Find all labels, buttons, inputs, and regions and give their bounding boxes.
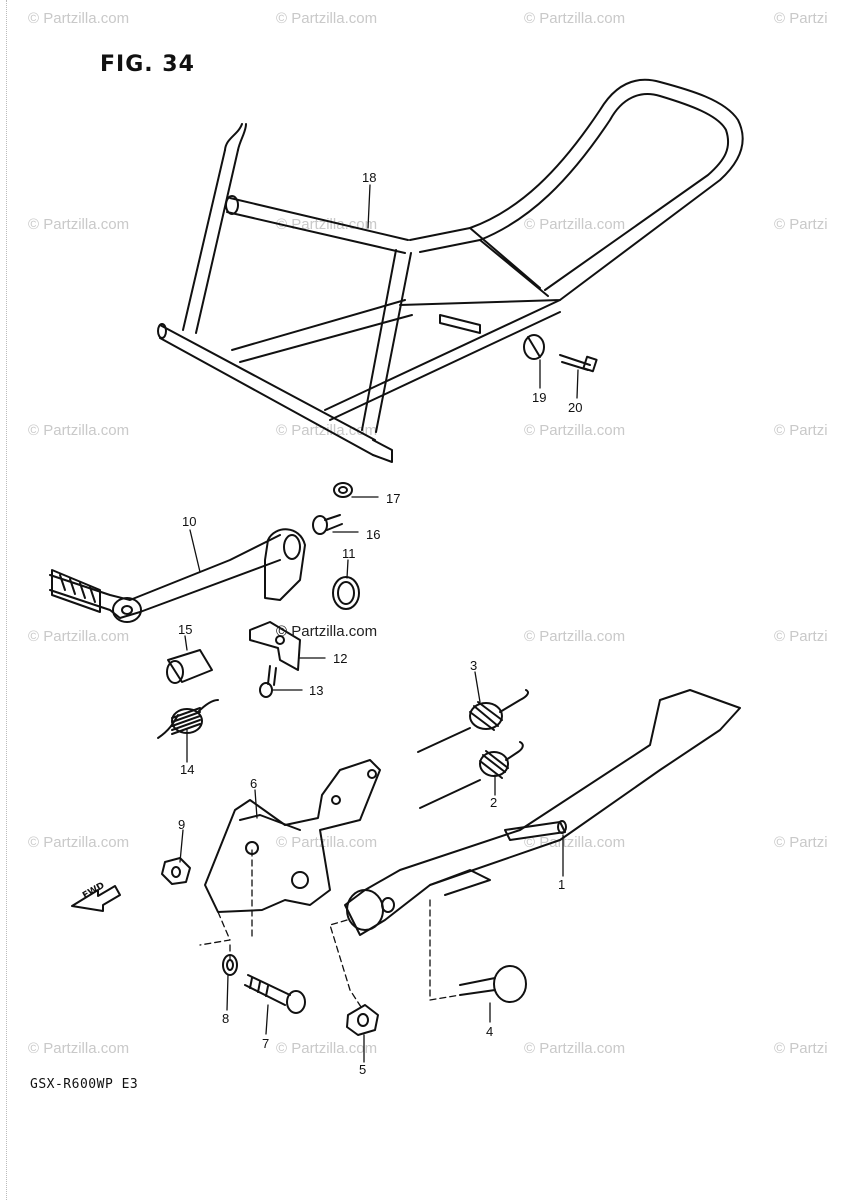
callout-2[interactable]: 2 [490,795,498,810]
watermark: © Partzilla.com [276,1040,378,1057]
callout-17[interactable]: 17 [386,491,401,506]
callout-20[interactable]: 20 [568,400,583,415]
callout-15[interactable]: 15 [178,622,193,637]
sleeve-15[interactable] [167,650,212,683]
bolt-16[interactable] [313,515,342,534]
watermark: © Partzilla.com [276,10,378,27]
callout-6[interactable]: 6 [250,776,258,791]
watermark: © Partzi [774,422,828,439]
callout-13[interactable]: 13 [309,683,324,698]
center-watermark: © Partzilla.com [276,623,378,640]
callout-19[interactable]: 19 [532,390,547,405]
bracket-12[interactable] [250,622,300,670]
callout-7[interactable]: 7 [262,1036,270,1051]
callout-5[interactable]: 5 [359,1062,367,1077]
bolt-20[interactable] [560,355,597,371]
watermark: © Partzilla.com [524,628,626,645]
figure-title: FIG. 34 [100,52,195,77]
spring-3[interactable] [418,690,528,752]
fwd-direction-arrow [72,886,120,911]
washer-11[interactable] [333,577,359,609]
watermark: © Partzilla.com [28,422,130,439]
side-stand-bracket-6[interactable] [205,760,380,912]
screw-13[interactable] [260,666,276,697]
left-margin-dots [6,0,7,1200]
leader-lines [180,185,578,1062]
watermark: © Partzilla.com [28,628,130,645]
nut-17[interactable] [334,483,352,497]
nut-9[interactable] [162,858,190,884]
watermark: © Partzilla.com [524,422,626,439]
watermark: © Partzilla.com [524,216,626,233]
watermark: © Partzi [774,834,828,851]
callout-8[interactable]: 8 [222,1011,230,1026]
watermark: © Partzilla.com [524,1040,626,1057]
watermark: © Partzilla.com [28,216,130,233]
watermark: © Partzilla.com [28,10,130,27]
watermark: © Partzi [774,1040,828,1057]
callout-10[interactable]: 10 [182,514,197,529]
callout-3[interactable]: 3 [470,658,478,673]
callout-18[interactable]: 18 [362,170,377,185]
watermark: © Partzilla.com [276,834,378,851]
watermark: © Partzilla.com [524,10,626,27]
nut-5[interactable] [347,1005,378,1035]
bushing-19[interactable] [524,335,544,359]
bolt-7[interactable] [245,975,305,1013]
watermark: © Partzi [774,216,828,233]
pivot-bolt-4[interactable] [460,966,526,1002]
brake-pedal-10[interactable] [50,529,305,622]
watermark: © Partzi [774,628,828,645]
watermark: © Partzilla.com [28,834,130,851]
center-stand-frame[interactable] [158,80,743,462]
callout-12[interactable]: 12 [333,651,348,666]
callout-9[interactable]: 9 [178,817,186,832]
spring-2[interactable] [420,742,523,808]
callout-4[interactable]: 4 [486,1024,494,1039]
callout-14[interactable]: 14 [180,762,195,777]
watermark: © Partzi [774,10,828,27]
spring-14[interactable] [158,700,218,738]
watermark: © Partzilla.com [28,1040,130,1057]
callout-1[interactable]: 1 [558,877,566,892]
callout-16[interactable]: 16 [366,527,381,542]
callout-11[interactable]: 11 [342,546,356,561]
side-stand-1[interactable] [345,690,740,935]
model-code: GSX-R600WP E3 [30,1077,139,1092]
watermark: © Partzilla.com [524,834,626,851]
